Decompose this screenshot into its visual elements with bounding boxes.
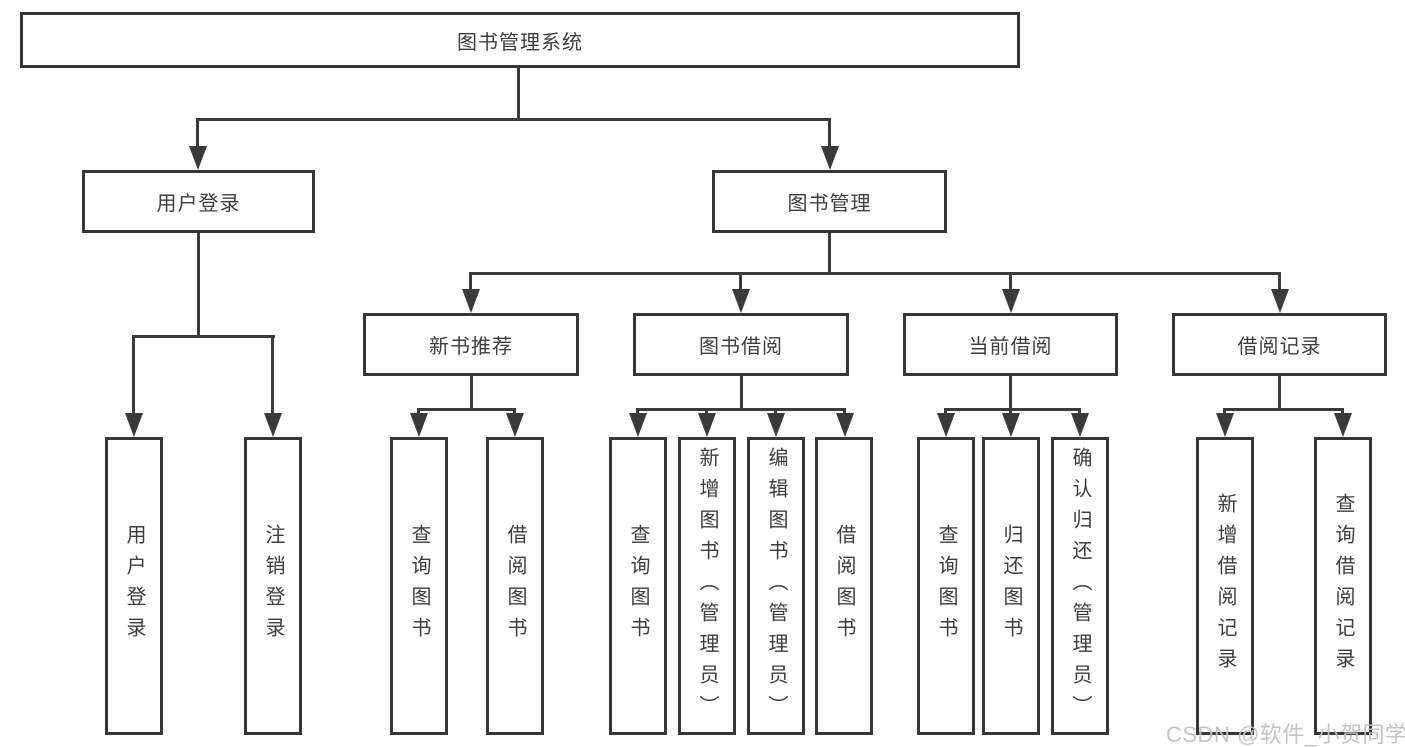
connector-line-h [133, 335, 275, 338]
connector-line-v [636, 408, 639, 416]
connector-line-v [944, 408, 947, 416]
node-label: 图书管理 [787, 193, 872, 215]
arrow-down-icon [1216, 413, 1234, 437]
connector-line-h [1224, 408, 1343, 411]
leaf-user-login: 用户登录 [105, 437, 163, 735]
connector-line-v [1278, 376, 1281, 410]
arrow-down-icon [1071, 413, 1089, 437]
leaf-label: 查询图书 [408, 524, 430, 648]
connector-line-v [1009, 272, 1012, 292]
leaf-records-add-record: 新增借阅记录 [1196, 437, 1254, 735]
leaf-label: 用户登录 [123, 524, 145, 648]
node-user-login: 用户登录 [82, 170, 315, 233]
connector-line-v [1278, 272, 1281, 292]
connector-line-h [418, 408, 516, 411]
connector-line-v [1009, 408, 1012, 416]
arrow-down-icon [698, 413, 716, 437]
node-label: 借阅记录 [1237, 336, 1322, 358]
connector-line-v [513, 408, 516, 416]
arrow-down-icon [629, 413, 647, 437]
leaf-label: 归还图书 [1000, 524, 1022, 648]
connector-line-v [271, 335, 274, 415]
node-new-book-recommend: 新书推荐 [363, 313, 579, 376]
connector-line-v [197, 233, 200, 337]
leaf-recommend-borrow-book: 借阅图书 [486, 437, 544, 735]
connector-line-v [739, 272, 742, 292]
leaf-current-return-book: 归还图书 [982, 437, 1040, 735]
leaf-current-query-book: 查询图书 [917, 437, 975, 735]
connector-line-h [945, 408, 1081, 411]
leaf-label: 查询图书 [935, 524, 957, 648]
arrow-down-icon [462, 289, 480, 313]
arrow-down-icon [836, 413, 854, 437]
connector-line-v [1341, 408, 1344, 416]
leaf-current-confirm-return-admin: 确认归还（管理员） [1051, 437, 1109, 735]
connector-line-v [417, 408, 420, 416]
arrow-down-icon [937, 413, 955, 437]
arrow-down-icon [767, 413, 785, 437]
connector-line-v [1223, 408, 1226, 416]
connector-line-v [828, 233, 831, 274]
connector-line-h [637, 408, 845, 411]
leaf-label: 编辑图书（管理员） [765, 446, 787, 726]
arrow-down-icon [189, 146, 207, 170]
arrow-down-icon [125, 413, 143, 437]
connector-line-v [828, 118, 831, 148]
leaf-label: 借阅图书 [833, 524, 855, 648]
connector-line-v [705, 408, 708, 416]
node-label: 用户登录 [156, 193, 241, 215]
arrow-down-icon [1002, 413, 1020, 437]
leaf-borrow-add-book-admin: 新增图书（管理员） [678, 437, 736, 735]
leaf-label: 查询图书 [627, 524, 649, 648]
connector-line-v [1078, 408, 1081, 416]
connector-line-v [470, 376, 473, 410]
arrow-down-icon [410, 413, 428, 437]
connector-line-v [740, 376, 743, 410]
connector-line-v [843, 408, 846, 416]
leaf-label: 新增借阅记录 [1214, 493, 1236, 679]
leaf-label: 借阅图书 [504, 524, 526, 648]
connector-line-v [196, 118, 199, 148]
leaf-label: 确认归还（管理员） [1069, 446, 1091, 726]
arrow-down-icon [732, 289, 750, 313]
leaf-logout: 注销登录 [244, 437, 302, 735]
node-label: 图书借阅 [699, 336, 783, 358]
leaf-borrow-edit-book-admin: 编辑图书（管理员） [747, 437, 805, 735]
leaf-recommend-query-book: 查询图书 [390, 437, 448, 735]
leaf-label: 注销登录 [262, 524, 284, 648]
node-label: 图书管理系统 [457, 31, 583, 54]
node-label: 新书推荐 [429, 336, 513, 358]
node-label: 当前借阅 [968, 336, 1053, 358]
connector-line-h [470, 272, 1281, 275]
arrow-down-icon [1334, 413, 1352, 437]
connector-line-v [1009, 376, 1012, 410]
arrow-down-icon [821, 146, 839, 170]
leaf-label: 新增图书（管理员） [696, 446, 718, 726]
connector-line-v [132, 335, 135, 415]
leaf-label: 查询借阅记录 [1332, 493, 1354, 679]
leaf-records-query-record: 查询借阅记录 [1314, 437, 1372, 735]
node-book-borrow: 图书借阅 [633, 313, 849, 376]
csdn-watermark: CSDN @软件_小贺同学 [1166, 722, 1405, 747]
node-borrow-records: 借阅记录 [1172, 313, 1387, 376]
node-book-management: 图书管理 [712, 170, 947, 233]
node-current-borrow: 当前借阅 [903, 313, 1118, 376]
connector-line-v [517, 66, 520, 120]
leaf-borrow-borrow-book: 借阅图书 [815, 437, 873, 735]
arrow-down-icon [506, 413, 524, 437]
node-root-system: 图书管理系统 [20, 12, 1020, 68]
connector-line-h [197, 118, 831, 121]
connector-line-v [774, 408, 777, 416]
arrow-down-icon [264, 413, 282, 437]
arrow-down-icon [1271, 289, 1289, 313]
connector-line-v [469, 272, 472, 292]
arrow-down-icon [1002, 289, 1020, 313]
leaf-borrow-query-book: 查询图书 [609, 437, 667, 735]
